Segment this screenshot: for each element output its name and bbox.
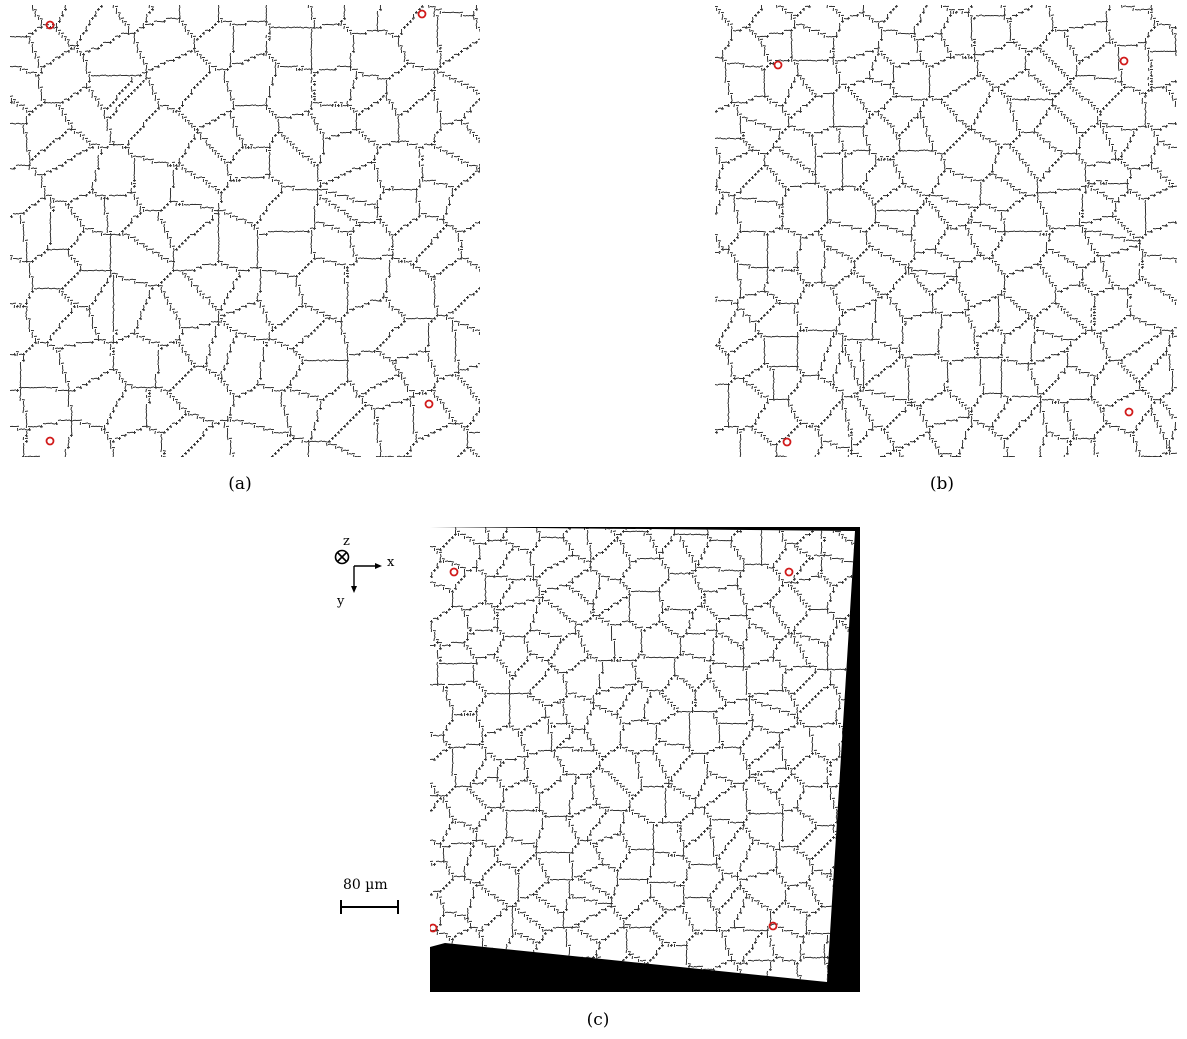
grain-boundaries [715,5,1177,457]
grain-boundaries [430,527,855,982]
grain-boundary-map-b [715,5,1177,457]
red-circle-marker-icon [424,399,434,409]
caption-a: (a) [228,474,252,494]
grain-boundary-map-a [10,5,480,457]
axis-label-y: y [336,594,345,609]
grain-boundaries [10,5,480,457]
red-circle-marker-icon [430,923,438,933]
axis-label-x: x [387,555,395,570]
caption-b: (b) [929,474,955,494]
red-circle-marker-icon [768,921,778,931]
red-circle-marker-icon [45,20,55,30]
circle-times-icon [334,549,350,565]
red-circle-marker-icon [45,436,55,446]
caption-c: (c) [586,1010,610,1030]
red-circle-marker-icon [1119,56,1129,66]
coordinate-axes: z x y [334,535,395,609]
grain-map-panel-b [715,5,1177,457]
axis-label-z: z [343,535,350,549]
red-circle-marker-icon [1124,407,1134,417]
red-circle-marker-icon [784,567,794,577]
grain-boundary-map-c [430,527,855,982]
rotated-image-region [430,527,855,982]
grain-map-panel-a [10,5,480,457]
scale-bar-label: 80 µm [343,877,388,893]
grain-map-panel-c [430,527,860,992]
red-circle-marker-icon [417,9,427,19]
red-circle-marker-icon [773,60,783,70]
scale-bar [340,900,399,914]
red-circle-marker-icon [449,567,459,577]
red-circle-marker-icon [782,437,792,447]
